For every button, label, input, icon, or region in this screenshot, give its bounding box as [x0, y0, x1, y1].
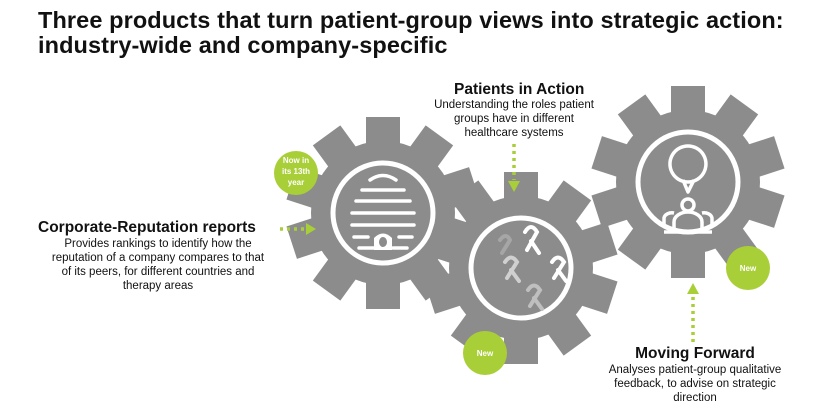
page-title: Three products that turn patient-group v… — [38, 7, 784, 58]
badge-new-label: New — [740, 264, 757, 273]
arrow-patients-in-action — [508, 144, 520, 192]
badge-line-1: Now in — [283, 156, 309, 165]
beehive-icon — [350, 173, 416, 250]
badge-new-label: New — [477, 349, 494, 358]
awareness-ribbons-icon — [498, 225, 568, 311]
moving-forward-description: Analyses patient-group qualitative feedb… — [608, 364, 782, 404]
gear-middle — [424, 172, 617, 364]
badge-line-2: its 13th — [282, 167, 310, 176]
patients-in-action-description: Understanding the roles patient groups h… — [434, 99, 594, 139]
arrow-corporate-reputation — [280, 223, 316, 235]
speech-bubble-group-icon — [662, 144, 714, 234]
badge-now-13th-year: Now in its 13th year — [274, 151, 318, 195]
corporate-reputation-description: Provides rankings to identify how the re… — [51, 238, 265, 292]
corporate-reputation-heading: Corporate-Reputation reports — [38, 219, 256, 236]
patients-in-action-heading: Patients in Action — [454, 81, 585, 98]
badge-new-middle: New — [463, 331, 507, 375]
badge-line-3: year — [288, 178, 304, 187]
arrow-moving-forward — [687, 283, 699, 342]
badge-new-right: New — [726, 246, 770, 290]
moving-forward-heading: Moving Forward — [635, 345, 755, 362]
